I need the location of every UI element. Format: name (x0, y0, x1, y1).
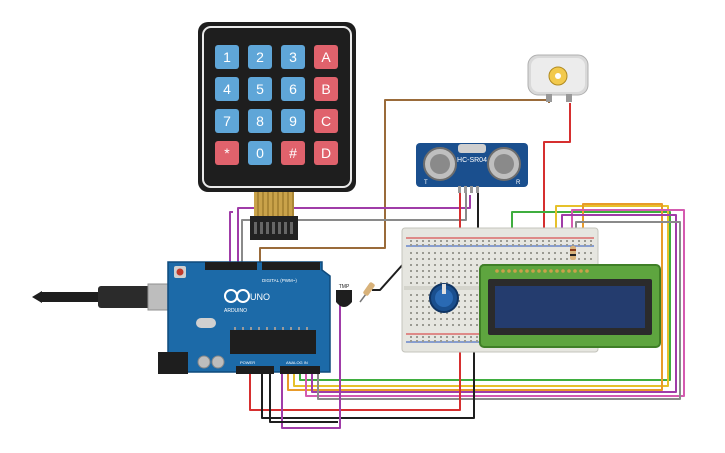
keypad-key: 4 (215, 77, 239, 101)
keypad-key-label: 4 (223, 81, 231, 97)
wire-purple-left (229, 211, 233, 262)
wire-purple-top (237, 195, 471, 262)
keypad-key-label: 2 (256, 49, 264, 65)
arduino-logo: UNO ARDUINO (224, 289, 270, 314)
keypad-key-label: # (289, 145, 297, 161)
dc-motor (527, 54, 589, 102)
temperature-sensor: TMP (336, 284, 352, 307)
wire-yellow-lcd (293, 205, 669, 387)
keypad-key-label: 5 (256, 81, 264, 97)
wire-purple-lcd (311, 214, 677, 393)
keypad-keys: 1 2 3 A 4 5 6 B 7 8 9 C * 0 # D (215, 45, 338, 165)
wire-black-power (261, 342, 475, 419)
lcd-screen (495, 286, 645, 328)
keypad-key: 5 (248, 77, 272, 101)
keypad-key: 8 (248, 109, 272, 133)
keypad-key-label: 7 (223, 113, 231, 129)
wire-black-tmp (269, 370, 338, 423)
keypad-key: 3 (281, 45, 305, 69)
keypad-key: 7 (215, 109, 239, 133)
arduino-uno: UNO ARDUINO DIGITAL (PWM~) POWER ANALOG … (32, 261, 331, 374)
arduino-brand-label: ARDUINO (224, 308, 247, 314)
keypad-key: A (314, 45, 338, 69)
wire-red-power (249, 330, 461, 411)
sensor-t-mark: T (424, 180, 428, 186)
digital-header-label: DIGITAL (PWM~) (262, 278, 297, 283)
keypad-key-label: 8 (256, 113, 264, 129)
keypad-key-label: D (321, 145, 331, 161)
power-header-label: POWER (240, 360, 255, 365)
keypad-key-label: A (321, 49, 331, 65)
wire-gray-sensor (241, 192, 467, 262)
resistor-2 (570, 246, 576, 260)
analog-header-label: ANALOG IN (286, 360, 308, 365)
resistor-1 (359, 282, 375, 303)
keypad-key: * (215, 141, 239, 165)
keypad-key-label: 9 (289, 113, 297, 129)
keypad-key-label: 0 (256, 145, 264, 161)
tmp-label: TMP (339, 284, 350, 290)
power-jack (158, 352, 188, 374)
keypad-key-label: 6 (289, 81, 297, 97)
keypad-key-label: * (224, 145, 230, 161)
keypad-key: C (314, 109, 338, 133)
wire-pink-lcd (305, 209, 685, 397)
arduino-model-label: UNO (250, 292, 270, 302)
keypad-key: 6 (281, 77, 305, 101)
keypad-key-label: C (321, 113, 331, 129)
sensor-model-label: HC-SR04 (457, 157, 487, 164)
lcd-pins (495, 269, 589, 273)
keypad-key-label: 3 (289, 49, 297, 65)
keypad-key: # (281, 141, 305, 165)
ultrasonic-sensor: HC-SR04 T R (416, 143, 528, 193)
keypad-key: 2 (248, 45, 272, 69)
keypad-key: B (314, 77, 338, 101)
keypad-key-label: B (321, 81, 330, 97)
keypad-key: 0 (248, 141, 272, 165)
keypad-key: D (314, 141, 338, 165)
keypad: 1 2 3 A 4 5 6 B 7 8 9 C * 0 # D (198, 22, 356, 240)
keypad-key: 1 (215, 45, 239, 69)
sensor-r-mark: R (516, 180, 521, 186)
microcontroller-chip (230, 330, 316, 354)
keypad-key-label: 1 (223, 49, 231, 65)
wire-red-motor (543, 103, 571, 240)
wire-green-lcd (299, 211, 671, 381)
usb-cable (40, 292, 100, 302)
keypad-key: 9 (281, 109, 305, 133)
lcd-display (479, 264, 661, 348)
keypad-ribbon (254, 192, 294, 216)
potentiometer (429, 283, 459, 313)
